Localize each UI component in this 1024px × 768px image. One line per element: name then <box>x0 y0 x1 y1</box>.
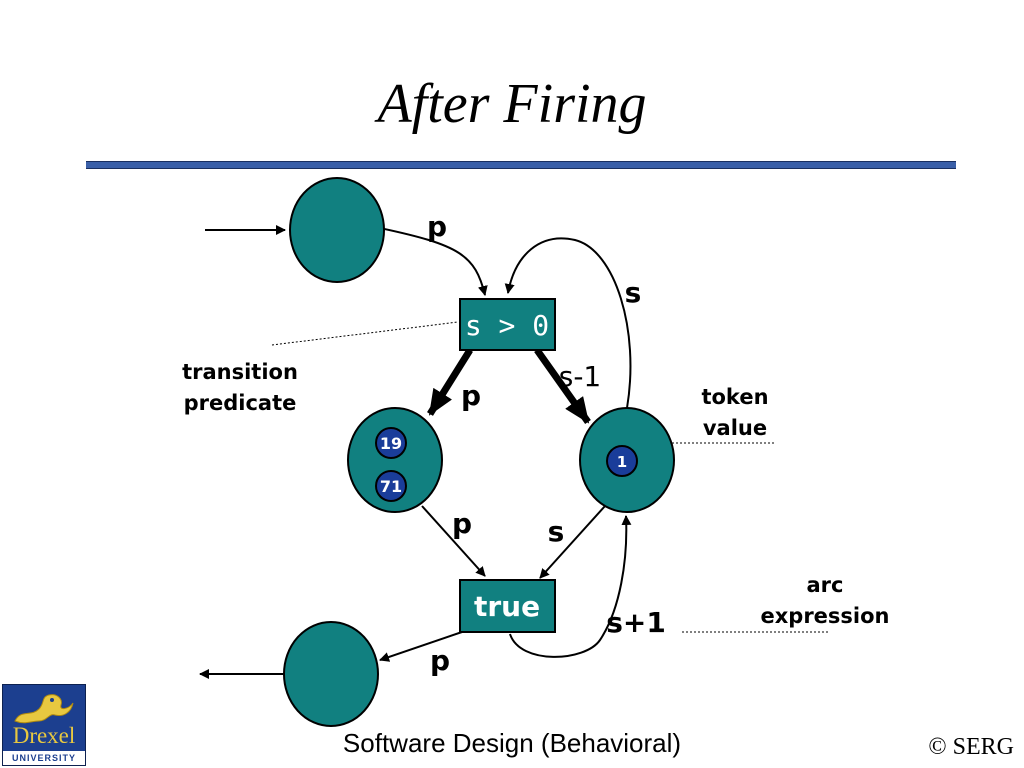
annotation-token: token <box>701 385 768 409</box>
arc-label-p-left: p <box>461 379 481 412</box>
transition-bottom-label: true <box>474 590 540 623</box>
annotation-transition: transition <box>182 360 298 384</box>
arc-true-to-right-place <box>509 515 632 658</box>
drexel-logo: Drexel UNIVERSITY <box>2 684 86 766</box>
place-left <box>347 407 443 513</box>
annotation-value: value <box>703 416 767 440</box>
arc-label-s-plus-1: s+1 <box>606 606 666 639</box>
token-19 <box>375 427 407 459</box>
transition-top-label: s > 0 <box>465 309 549 342</box>
arc-top-place-to-transition <box>379 227 488 296</box>
slide-title: After Firing <box>377 73 647 135</box>
transition-top <box>459 298 556 351</box>
footer-course-title: Software Design (Behavioral) <box>342 728 682 758</box>
token-1-label: 1 <box>617 453 627 471</box>
token-19-label: 19 <box>380 434 402 453</box>
token-71-label: 71 <box>380 477 402 496</box>
arc-label-s-minus-1: s-1 <box>559 360 602 393</box>
token-1 <box>606 445 638 477</box>
arc-true-to-bottom-place <box>379 631 463 662</box>
place-bottom <box>283 621 379 727</box>
arc-loop-to-transition <box>504 237 632 409</box>
dragon-icon <box>14 694 74 724</box>
arc-transition-to-left-place <box>427 348 473 416</box>
arc-label-p-left-down: p <box>452 507 472 540</box>
arc-label-p-top: p <box>427 210 447 243</box>
annotation-arc: arc <box>807 573 844 597</box>
footer-copyright: © SERG <box>928 734 1014 760</box>
arc-right-place-to-true <box>539 505 606 579</box>
token-71 <box>375 470 407 502</box>
transition-bottom <box>459 579 556 633</box>
annotation-predicate: predicate <box>184 391 297 415</box>
title-divider <box>86 161 956 169</box>
place-top <box>289 177 385 283</box>
logo-name: Drexel <box>12 723 76 748</box>
arc-label-s-top: s <box>625 276 642 309</box>
arc-label-p-out: p <box>430 644 450 677</box>
arc-transition-to-right-place <box>534 347 591 425</box>
leader-transition-predicate <box>271 321 459 346</box>
arc-left-place-to-true <box>421 505 486 577</box>
logo-university: UNIVERSITY <box>3 751 85 765</box>
arc-label-s-right-down: s <box>548 515 565 548</box>
annotation-expression: expression <box>761 604 890 628</box>
